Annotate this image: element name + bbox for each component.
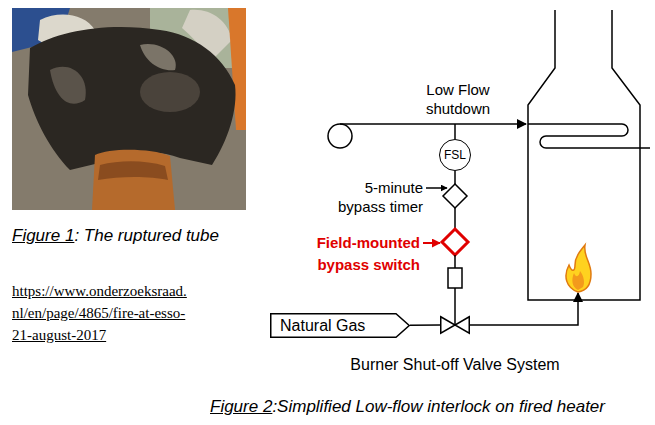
burner-flame — [566, 245, 591, 292]
figure-caption: Figure 1: The ruptured tube — [12, 226, 252, 246]
source-label: Natural Gas — [280, 313, 365, 338]
timer-note: 5-minute bypass timer — [323, 178, 423, 216]
gas-source-tag: Natural Gas — [270, 313, 410, 338]
pipe-connector — [410, 324, 440, 326]
flame-core — [572, 271, 584, 290]
tag-shape — [271, 314, 410, 338]
scale-patch — [140, 72, 200, 112]
scale-patch — [140, 44, 176, 70]
fired-heater-outline — [528, 10, 640, 300]
annotation: 5-minute bypass timer — [338, 179, 423, 215]
process-line — [340, 123, 526, 125]
heater-tube-coil — [528, 124, 650, 148]
pointer-arrow — [423, 242, 440, 244]
signal-line — [454, 208, 456, 229]
figure-caption: Figure 2:Simplified Low-flow interlock o… — [210, 397, 655, 417]
signal-line — [454, 171, 456, 184]
ruptured-flap — [28, 27, 236, 170]
shutdown-note: Low Flow shutdown — [418, 80, 498, 118]
annotation: Low Flow shutdown — [426, 81, 490, 117]
bypass-switch-diamond — [442, 229, 468, 255]
figure-number: Figure 1 — [12, 226, 74, 245]
valve-label: Burner Shut-off Valve System — [350, 356, 559, 374]
instrument-tag: FSL — [444, 148, 466, 162]
signal-line — [454, 124, 456, 139]
actuator-stem — [454, 288, 456, 325]
tube-remnant — [92, 150, 175, 210]
figure-number: Figure 2 — [210, 397, 272, 416]
source-link: https://www.onderzoeksraad.nl/en/page/48… — [12, 280, 190, 346]
pointer-arrow — [426, 187, 447, 189]
solenoid-box — [448, 268, 462, 288]
valve-outline — [440, 316, 470, 334]
flow-switch-circle: FSL — [439, 139, 471, 171]
valve-half — [455, 317, 469, 334]
scale-patch — [50, 67, 86, 104]
tube-photo — [12, 8, 246, 210]
caption-text: :Simplified Low-flow interlock on fired … — [272, 397, 605, 416]
bypass-switch-note: Field-mounted bypass switch — [305, 232, 420, 276]
signal-line — [454, 255, 456, 268]
shutoff-valve: Burner Shut-off Valve System — [440, 316, 470, 334]
photo-background — [12, 8, 246, 210]
caption-text: : The ruptured tube — [74, 226, 219, 245]
rust-band — [98, 161, 168, 180]
url-text: https://www.onderzoeksraad.nl/en/page/48… — [12, 283, 187, 343]
valve-half — [441, 317, 455, 334]
fuel-gas-line — [470, 293, 578, 325]
annotation: Field-mounted bypass switch — [317, 234, 420, 273]
pump-symbol — [328, 124, 352, 148]
